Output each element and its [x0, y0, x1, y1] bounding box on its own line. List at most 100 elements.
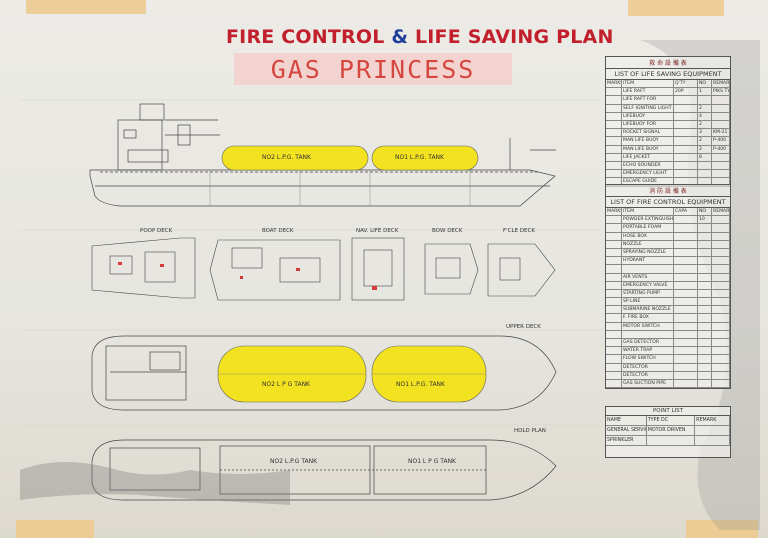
hold-plan — [91, 439, 557, 501]
cell — [674, 306, 698, 314]
cell — [674, 363, 698, 371]
cell: MOTOR DRIVEN — [647, 426, 696, 435]
cell — [712, 371, 730, 379]
cell — [712, 232, 730, 240]
poop-deck-label: POOP DECK — [140, 228, 173, 234]
cell — [674, 96, 698, 104]
hold-plan-label: HOLD PLAN — [514, 428, 546, 434]
cell — [674, 161, 698, 170]
profile-tank-no1 — [371, 145, 479, 171]
cell — [712, 273, 730, 281]
cell — [606, 257, 622, 265]
cell — [674, 289, 698, 298]
cell — [606, 355, 622, 363]
stain-bottom — [20, 461, 290, 505]
cell — [606, 216, 622, 224]
cell: MAN LIFE BUOY — [622, 137, 674, 145]
cell: KM-21 — [712, 129, 730, 137]
fire-control-row — [606, 265, 730, 274]
cell — [674, 322, 698, 330]
cell — [674, 314, 698, 322]
cell — [606, 248, 622, 257]
cell — [674, 232, 698, 240]
cell — [698, 347, 712, 355]
cell — [698, 273, 712, 281]
deck-plans — [91, 237, 556, 301]
cell — [712, 104, 730, 112]
cell: FLOW SWITCH — [622, 355, 674, 363]
cell — [698, 240, 712, 248]
cell — [674, 339, 698, 347]
cell: ECHO SOUNDER — [622, 161, 674, 170]
cell: 2 — [698, 145, 712, 153]
cell — [606, 129, 622, 137]
cell — [674, 281, 698, 289]
life-saving-cjk-title: 救 命 設 備 表 — [606, 57, 730, 69]
cell — [698, 339, 712, 347]
tape-top-right — [628, 0, 724, 16]
cell: WATER TRAP — [622, 347, 674, 355]
cell — [695, 436, 730, 445]
fire-control-row: SP LINE — [606, 298, 730, 307]
cell — [712, 96, 730, 104]
cell — [674, 265, 698, 273]
point-list-title: POINT LIST — [606, 407, 730, 416]
cell: ESCAPE GUIDE — [622, 178, 674, 186]
nav-deck-label: NAV. LIFE DECK — [356, 228, 399, 234]
cell — [698, 257, 712, 265]
cell — [698, 379, 712, 388]
profile-tank-no2 — [221, 145, 369, 171]
cell — [606, 371, 622, 379]
cell: SUBMARINE NOZZLE — [622, 306, 674, 314]
cell: GAS SUCTION PIPE — [622, 379, 674, 388]
cell: P-400 — [712, 145, 730, 153]
cell — [698, 306, 712, 314]
cell — [647, 436, 696, 445]
hold-no1-label: NO1 L P G TANK — [408, 458, 456, 465]
cell: SPRAYING NOZZLE — [622, 248, 674, 257]
profile-no1-label: NO1 L.P.G. TANK — [395, 154, 444, 161]
cell — [698, 289, 712, 298]
cell: SPRINKLER — [606, 436, 647, 445]
cell — [698, 298, 712, 306]
life-saving-row: ECHO SOUNDER — [606, 161, 730, 171]
cell — [606, 322, 622, 330]
cell — [698, 322, 712, 330]
profile-view — [89, 103, 556, 207]
cell — [606, 232, 622, 240]
upper-no2-label: NO2 L P G TANK — [262, 381, 310, 388]
cell — [606, 347, 622, 355]
tape-bottom-left — [16, 520, 94, 538]
cell — [712, 339, 730, 347]
cell: PIKS TYPE — [713, 88, 730, 96]
cell — [606, 273, 622, 281]
fire-control-row: NOZZLE — [606, 240, 730, 249]
fire-control-row: GAS SUCTION PIPE — [606, 379, 730, 389]
cell — [698, 224, 712, 232]
cell — [606, 112, 622, 120]
life-saving-row: LIFE RAFT FOR — [606, 96, 730, 105]
title-ampersand: & — [391, 26, 409, 48]
cell: 20P — [674, 88, 698, 96]
cell: MOTOR SWITCH — [622, 322, 674, 330]
fire-control-row: HYDRANT — [606, 257, 730, 266]
cell: EMERGENCY LIGHT — [622, 170, 674, 178]
fire-control-header: MARKSITEMCAPANOREMARK — [606, 208, 730, 217]
cell: P-400 — [712, 137, 730, 145]
cell — [698, 314, 712, 322]
cell — [606, 120, 622, 129]
boat-deck-label: BOAT DECK — [262, 228, 294, 234]
cell — [606, 224, 622, 232]
cell — [698, 248, 712, 257]
cell — [712, 120, 730, 129]
tape-top-left — [26, 0, 146, 14]
